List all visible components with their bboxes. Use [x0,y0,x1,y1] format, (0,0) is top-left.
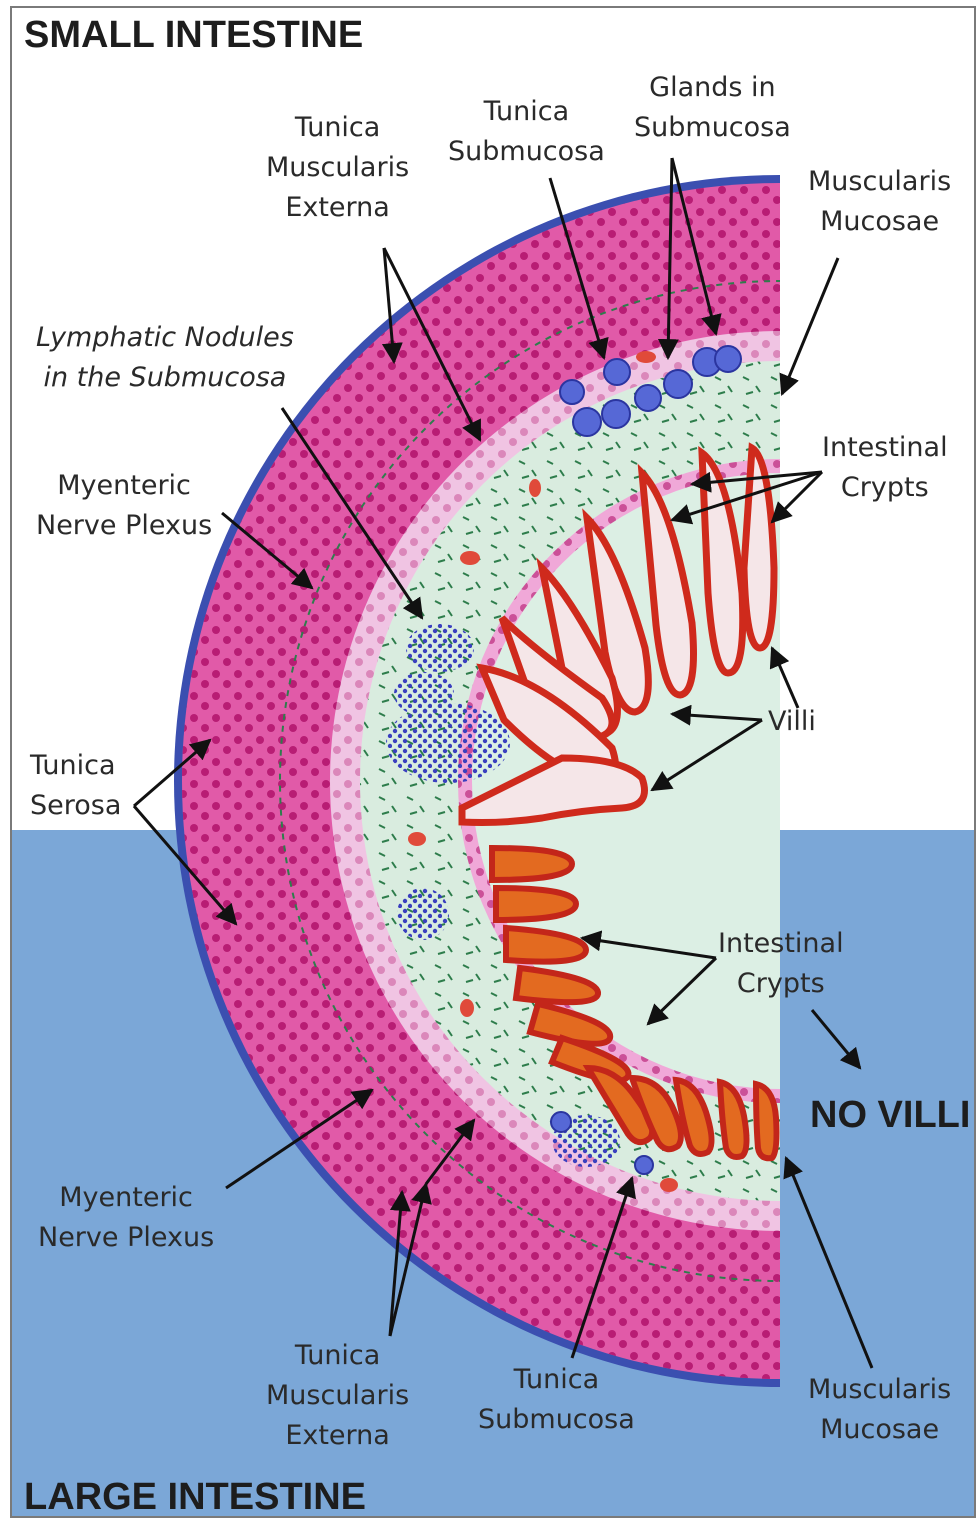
label-muscularis-mucosae-top: MuscularisMucosae [808,162,951,242]
label-tunica-muscularis-externa-top: TunicaMuscularisExterna [266,108,409,228]
label-myenteric-nerve-plexus-bottom: MyentericNerve Plexus [38,1178,214,1258]
label-myenteric-nerve-plexus-top: MyentericNerve Plexus [36,466,212,546]
label-muscularis-mucosae-bottom: MuscularisMucosae [808,1370,951,1450]
label-villi: Villi [768,702,816,742]
label-tunica-submucosa-bottom: TunicaSubmucosa [478,1360,635,1440]
label-glands-in-submucosa: Glands inSubmucosa [634,68,791,148]
label-lymphatic-nodules: Lymphatic Nodulesin the Submucosa [36,318,294,398]
title-large-intestine: LARGE INTESTINE [24,1476,366,1518]
label-intestinal-crypts-top: IntestinalCrypts [822,428,948,508]
label-tunica-serosa: TunicaSerosa [30,746,121,826]
label-tunica-muscularis-externa-bottom: TunicaMuscularisExterna [266,1336,409,1456]
title-small-intestine: SMALL INTESTINE [24,14,363,57]
label-no-villi: NO VILLI [810,1094,970,1137]
diagram-frame: SMALL INTESTINE LARGE INTESTINE NO VILLI… [10,6,976,1518]
label-tunica-submucosa-top: TunicaSubmucosa [448,92,605,172]
label-intestinal-crypts-bottom: IntestinalCrypts [718,924,844,1004]
